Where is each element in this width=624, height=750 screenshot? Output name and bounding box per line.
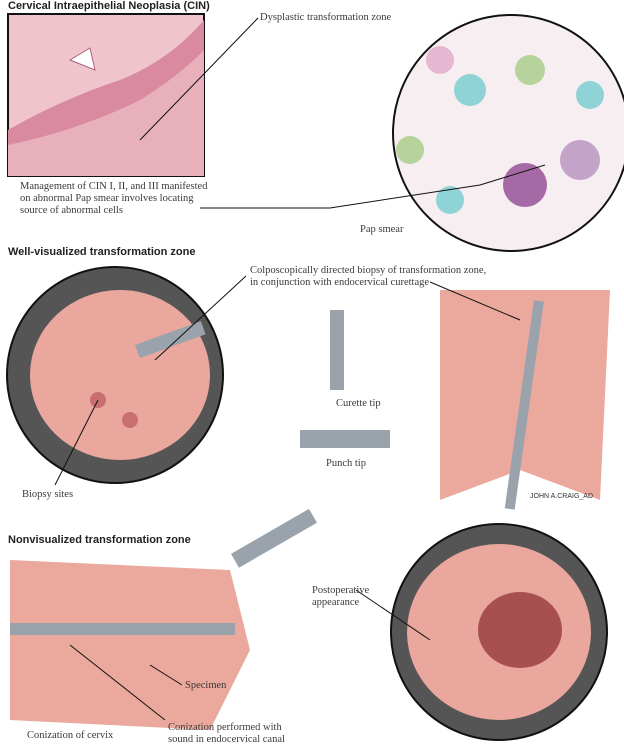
curette-tip-drawing <box>330 310 344 390</box>
label-colposcopic-biopsy: Colposcopically directed biopsy of trans… <box>250 265 487 288</box>
label-punch-tip: Punch tip <box>326 458 366 469</box>
pap-smear-circle <box>392 14 624 252</box>
colposcopy-view <box>6 266 224 484</box>
heading-nonvisualized: Nonvisualized transformation zone <box>8 534 191 546</box>
label-management: Management of CIN I, II, and III manifes… <box>20 181 208 216</box>
punch-tip-drawing <box>300 430 390 448</box>
conization-instrument <box>231 508 317 568</box>
conization-cervix <box>10 560 250 730</box>
heading-cin: Cervical Intraepithelial Neoplasia (CIN) <box>8 0 210 12</box>
label-specimen: Specimen <box>185 680 227 691</box>
heading-well-visualized: Well-visualized transformation zone <box>8 246 196 258</box>
artist-signature: JOHN A.CRAIG_AD <box>530 493 593 500</box>
label-curette-tip: Curette tip <box>336 398 381 409</box>
label-conization-cervix: Conization of cervix <box>27 730 114 741</box>
label-dysplastic-zone: Dysplastic transformation zone <box>260 12 392 23</box>
label-biopsy-sites: Biopsy sites <box>22 489 74 500</box>
label-pap-smear: Pap smear <box>360 224 404 235</box>
label-postoperative: Postoperative appearance <box>312 585 370 608</box>
label-conization-sound: Conization performed with sound in endoc… <box>168 722 285 745</box>
cin-histology-panel <box>7 13 205 177</box>
